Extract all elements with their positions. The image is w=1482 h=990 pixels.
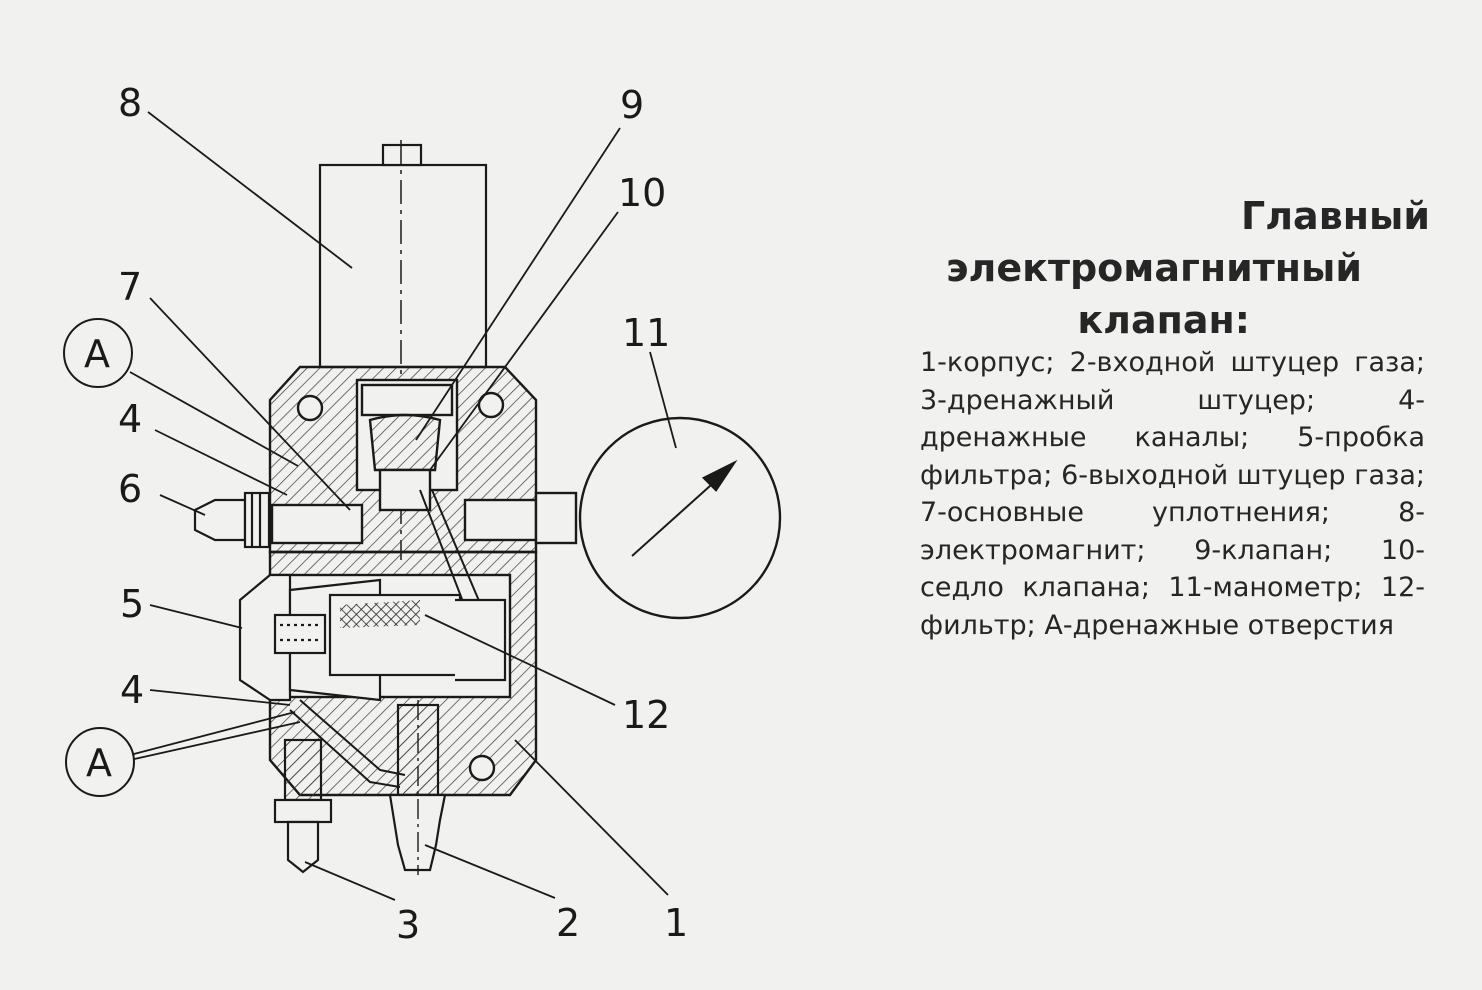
- callout-2: 2: [556, 901, 580, 945]
- callout-a-bottom: А: [86, 741, 112, 785]
- drain-hole-marker-bottom: [65, 727, 135, 797]
- callout-6: 6: [118, 467, 142, 511]
- filter-assembly: [238, 573, 507, 702]
- callout-10: 10: [618, 171, 666, 215]
- callout-4-bottom: 4: [120, 668, 144, 712]
- callout-4-top: 4: [118, 397, 142, 441]
- callout-a-top: А: [84, 332, 110, 376]
- outlet-fitting: [193, 491, 271, 549]
- upper-body: [268, 365, 538, 554]
- title-line-3: клапан:: [1077, 298, 1250, 342]
- title-line-1: Главный: [1241, 194, 1430, 238]
- callout-8: 8: [118, 81, 142, 125]
- callout-3: 3: [396, 903, 420, 947]
- callout-5: 5: [120, 582, 144, 626]
- drain-hole-marker-top: [63, 318, 133, 388]
- callout-11: 11: [622, 311, 670, 355]
- callout-9: 9: [620, 83, 644, 127]
- callout-12: 12: [622, 693, 670, 737]
- inlet-fitting: [388, 700, 447, 875]
- manometer: [534, 416, 782, 620]
- callout-7: 7: [118, 265, 142, 309]
- leader-lines: [129, 111, 677, 901]
- diagram-title: Главный электромагнитный клапан:: [930, 190, 1430, 346]
- callout-1: 1: [664, 901, 688, 945]
- title-line-2: электромагнитный: [946, 246, 1362, 290]
- drain-fitting: [273, 738, 333, 874]
- parts-legend: 1-корпус; 2-входной штуцер газа; 3-дрена…: [920, 347, 1425, 641]
- electromagnet: [318, 140, 488, 560]
